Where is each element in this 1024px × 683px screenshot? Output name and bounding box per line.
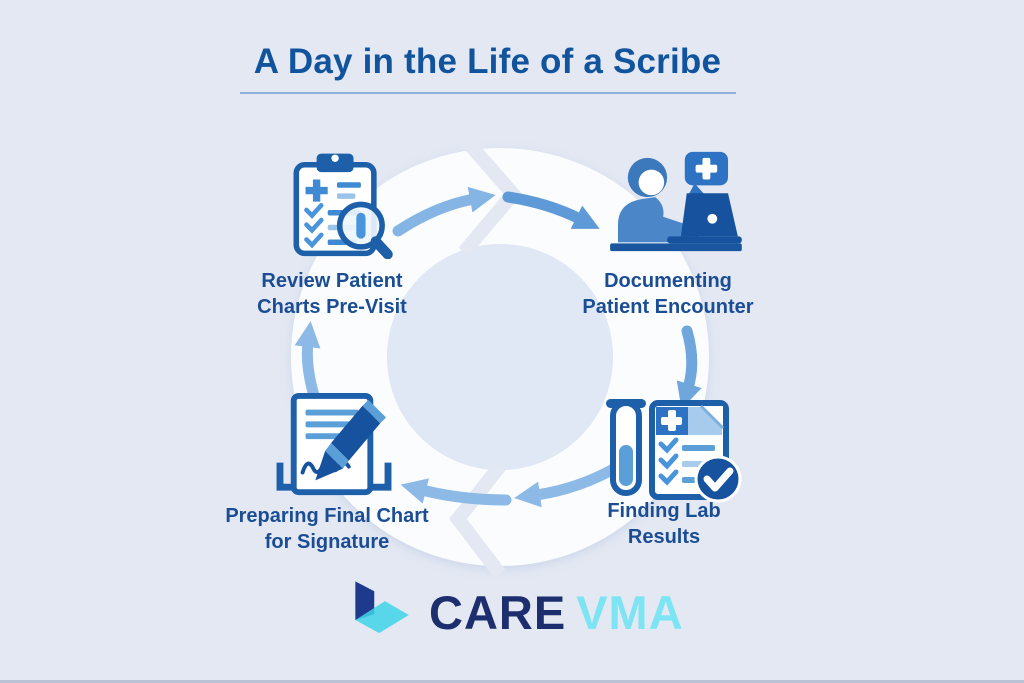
clipboard-magnifier-icon bbox=[293, 153, 393, 259]
step-label-line: Charts Pre-Visit bbox=[257, 296, 407, 318]
step-label-line: Documenting bbox=[604, 270, 732, 292]
arrow-top-left bbox=[392, 186, 496, 237]
step-label-line: Results bbox=[627, 526, 701, 548]
arrow-right-down bbox=[676, 325, 702, 410]
step-label-preparing-final-chart: Preparing Final Chart for Signature bbox=[212, 503, 442, 555]
logo-word-care: CARE bbox=[429, 586, 567, 639]
arrow-bottom-left bbox=[400, 478, 512, 506]
cycle-ring-center bbox=[387, 244, 613, 470]
step-label-documenting-encounter: Documenting Patient Encounter bbox=[563, 268, 773, 320]
cycle-ring bbox=[291, 148, 709, 566]
step-label-line: Review Patient bbox=[261, 270, 403, 292]
arrow-top-right bbox=[502, 191, 600, 229]
bottom-edge-line bbox=[0, 680, 1024, 683]
step-label-line: Preparing Final Chart bbox=[225, 505, 429, 527]
step-label-line: Finding Lab bbox=[607, 500, 721, 522]
carevma-logo-mark bbox=[355, 581, 409, 634]
scribe-at-laptop-icon bbox=[610, 151, 742, 252]
title-underline bbox=[240, 92, 736, 94]
lab-results-checklist-icon bbox=[606, 399, 742, 503]
step-label-line: for Signature bbox=[264, 531, 390, 553]
step-label-review-charts: Review Patient Charts Pre-Visit bbox=[232, 268, 432, 320]
signature-document-pen-icon bbox=[276, 392, 392, 496]
step-label-finding-lab-results: Finding Lab Results bbox=[584, 498, 744, 550]
step-label-line: Patient Encounter bbox=[582, 296, 754, 318]
ring-chevron-bottom bbox=[449, 461, 506, 579]
logo-word-vma: VMA bbox=[576, 586, 684, 639]
page-title: A Day in the Life of a Scribe bbox=[253, 42, 722, 81]
